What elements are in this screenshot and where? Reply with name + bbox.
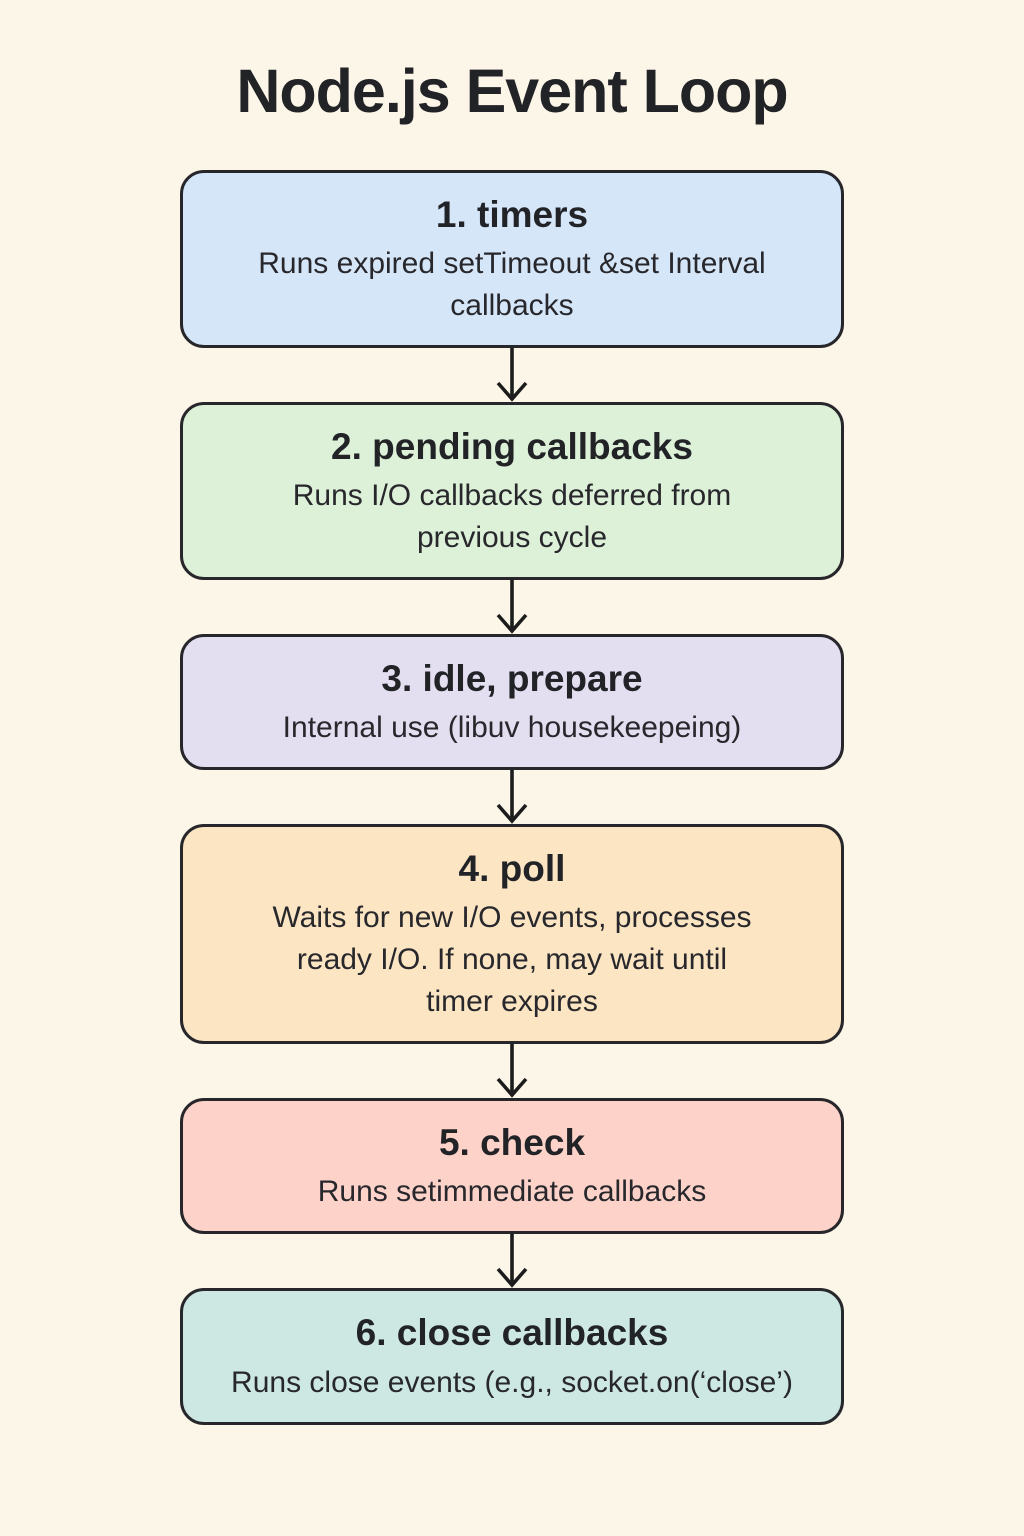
step-box-check: 5. check Runs setimmediate callbacks — [180, 1098, 844, 1235]
event-loop-flow-diagram: 1. timers Runs expired setTimeout &set I… — [180, 170, 844, 1425]
page-title: Node.js Event Loop — [236, 57, 788, 125]
step-heading: 4. poll — [458, 848, 566, 890]
step-heading: 6. close callbacks — [355, 1312, 669, 1354]
step-heading: 3. idle, prepare — [381, 658, 643, 700]
step-box-timers: 1. timers Runs expired setTimeout &set I… — [180, 170, 844, 349]
step-description: Runs setimmediate callbacks — [317, 1175, 707, 1209]
step-box-close-callbacks: 6. close callbacks Runs close events (e.… — [180, 1288, 844, 1425]
step-heading: 1. timers — [435, 194, 589, 235]
step-box-poll: 4. poll Waits for new I/O events, proces… — [180, 824, 844, 1045]
step-description: Runs expired setTimeout &set Interval ca… — [258, 247, 766, 323]
down-arrow-icon — [496, 770, 528, 825]
step-description: Runs I/O callbacks deferred from previou… — [292, 479, 732, 555]
step-description: Waits for new I/O events, processes read… — [272, 901, 752, 1019]
step-description: Runs close events (e.g., socket.on(‘clos… — [231, 1365, 793, 1399]
down-arrow-icon — [496, 1234, 528, 1289]
down-arrow-icon — [496, 348, 528, 402]
step-heading: 5. check — [438, 1122, 586, 1164]
step-box-idle-prepare: 3. idle, prepare Internal use (libuv hou… — [180, 634, 844, 771]
step-description: Internal use (libuv housekeepeing) — [282, 711, 742, 745]
down-arrow-icon — [496, 580, 528, 634]
step-box-pending-callbacks: 2. pending callbacks Runs I/O callbacks … — [180, 402, 844, 581]
down-arrow-icon — [496, 1044, 528, 1099]
step-heading: 2. pending callbacks — [331, 426, 693, 468]
